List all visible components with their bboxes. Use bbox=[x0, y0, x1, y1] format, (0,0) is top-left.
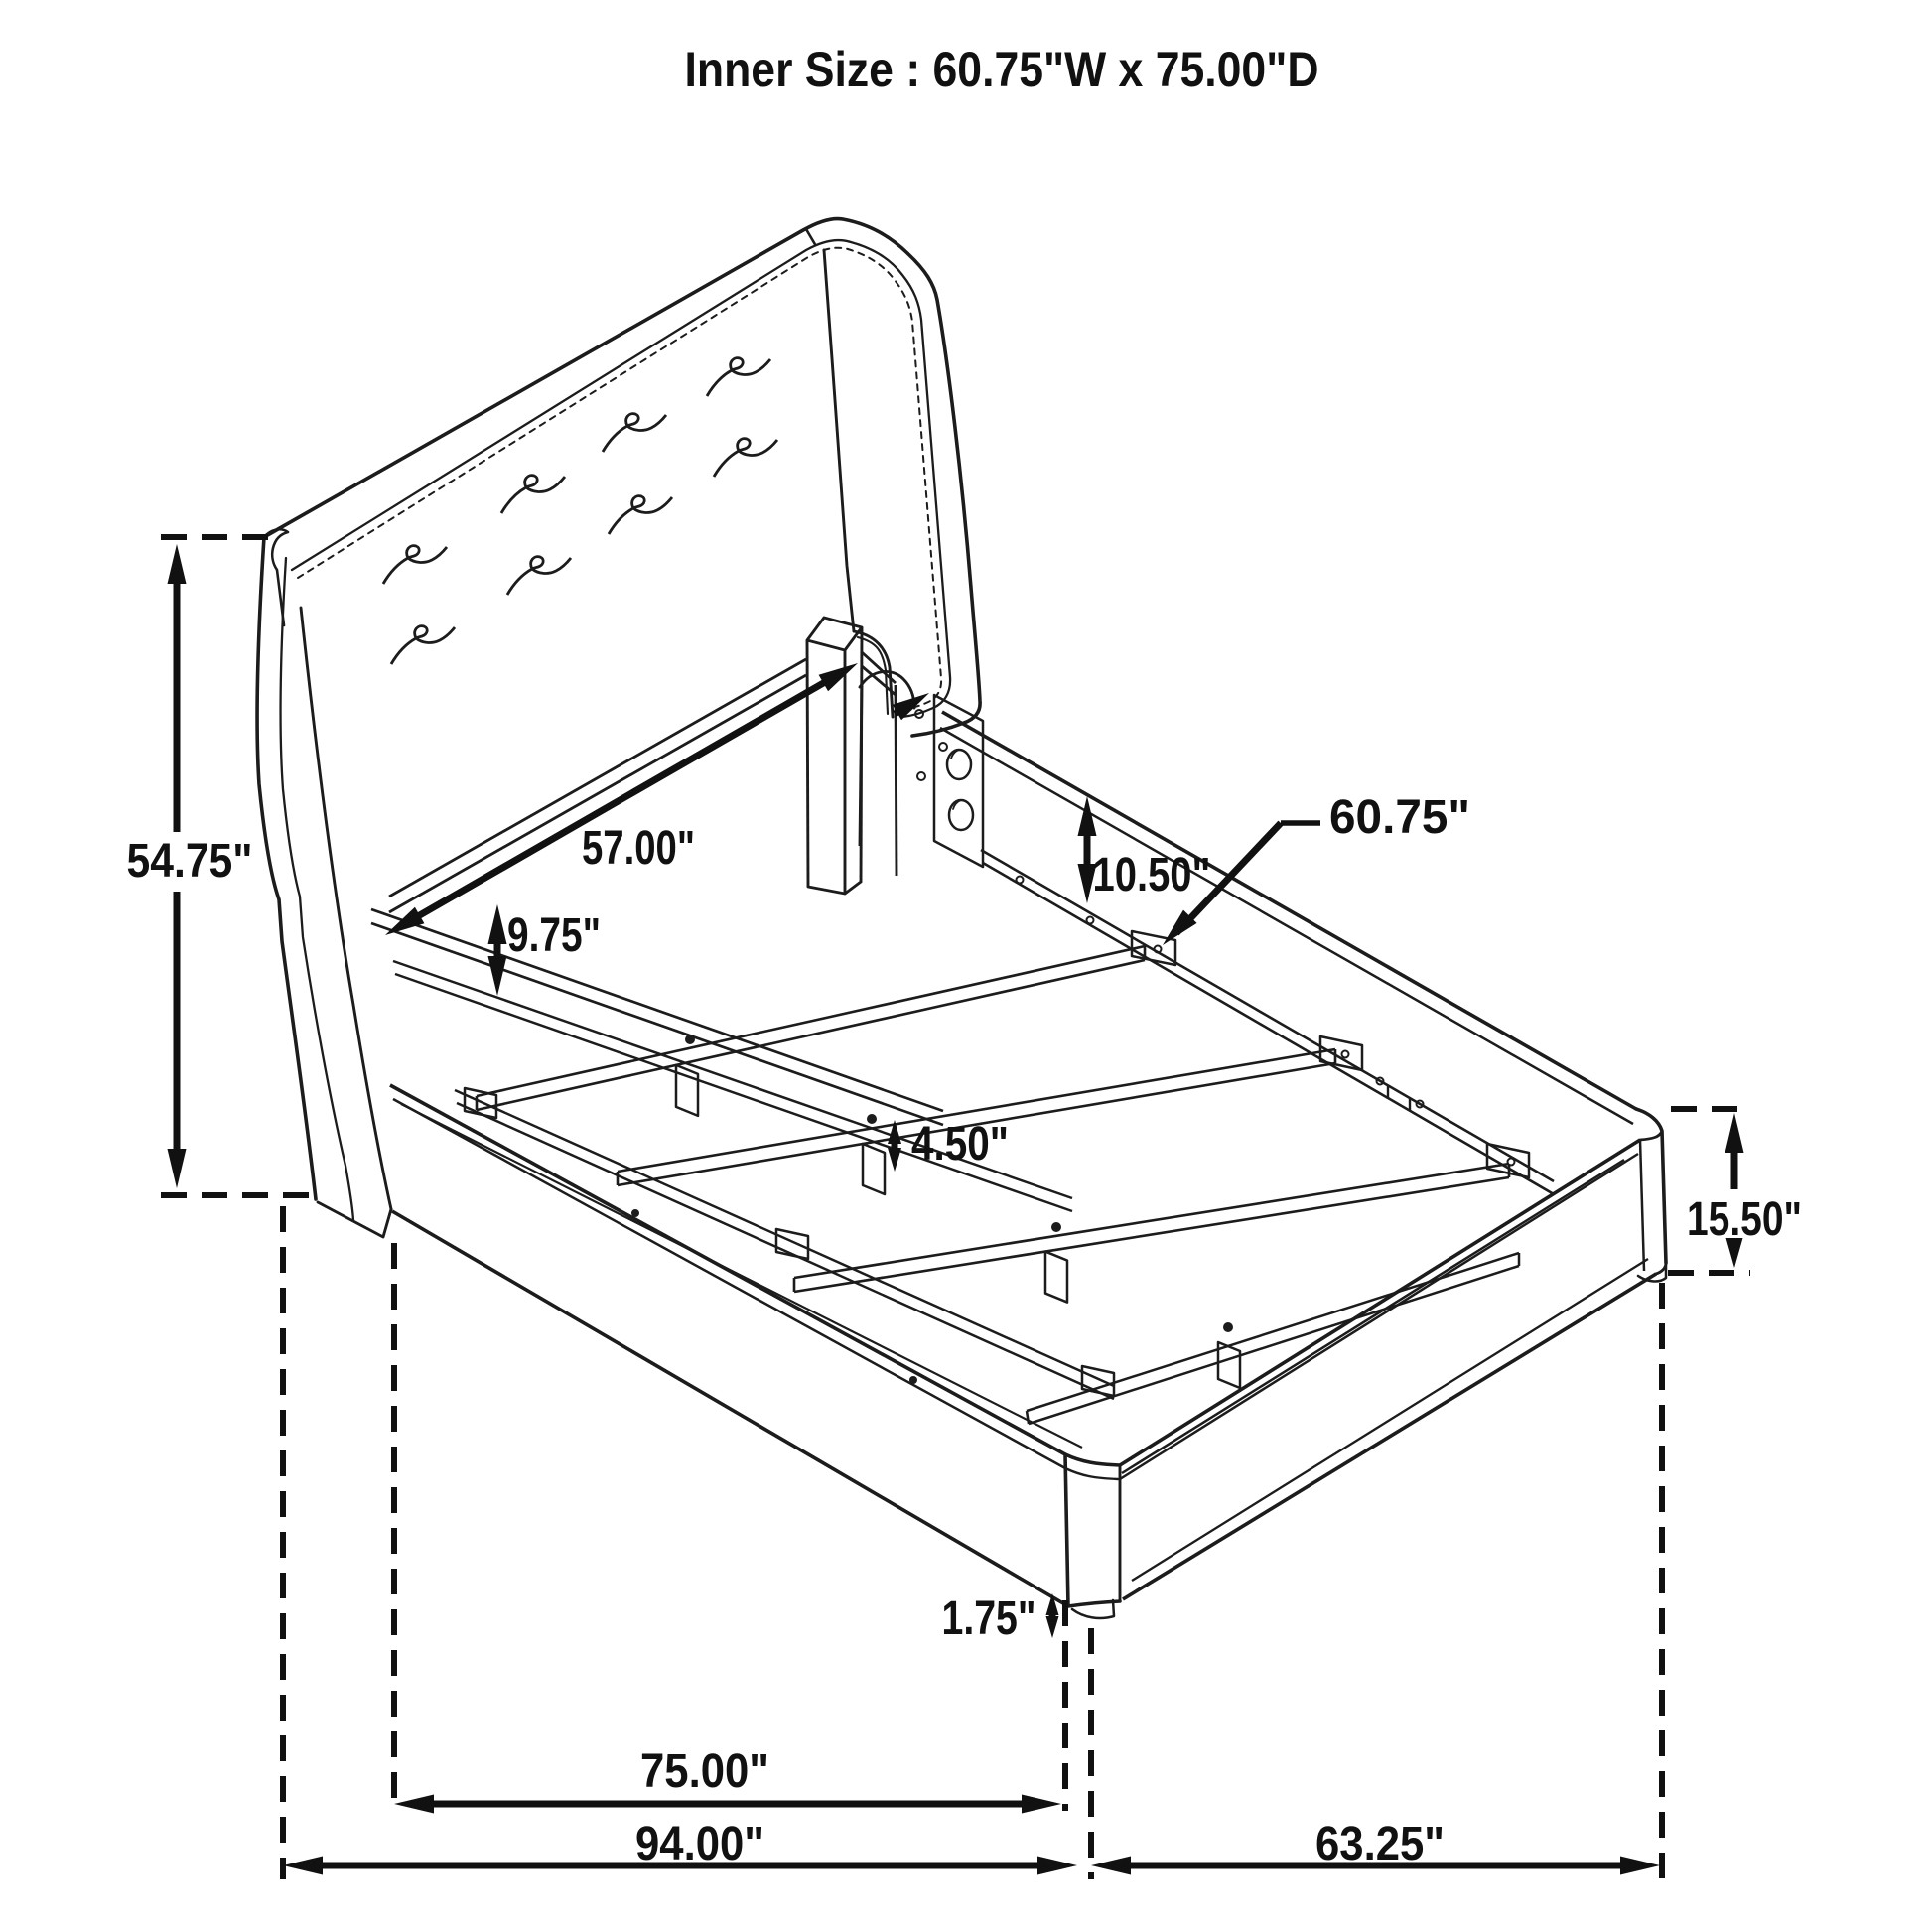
svg-text:10.50": 10.50" bbox=[1093, 849, 1211, 901]
svg-text:75.00": 75.00" bbox=[640, 1745, 769, 1798]
svg-text:54.75": 54.75" bbox=[127, 835, 253, 888]
svg-text:94.00": 94.00" bbox=[635, 1818, 764, 1870]
svg-text:Inner Size : 60.75"W x 75.00"D: Inner Size : 60.75"W x 75.00"D bbox=[685, 42, 1319, 97]
svg-text:63.25": 63.25" bbox=[1315, 1818, 1445, 1870]
svg-text:9.75": 9.75" bbox=[507, 909, 601, 962]
svg-text:60.75": 60.75" bbox=[1329, 791, 1470, 844]
svg-text:15.50": 15.50" bbox=[1687, 1193, 1802, 1246]
svg-text:1.75": 1.75" bbox=[942, 1592, 1036, 1645]
svg-text:4.50": 4.50" bbox=[911, 1118, 1009, 1171]
svg-text:57.00": 57.00" bbox=[582, 822, 695, 875]
